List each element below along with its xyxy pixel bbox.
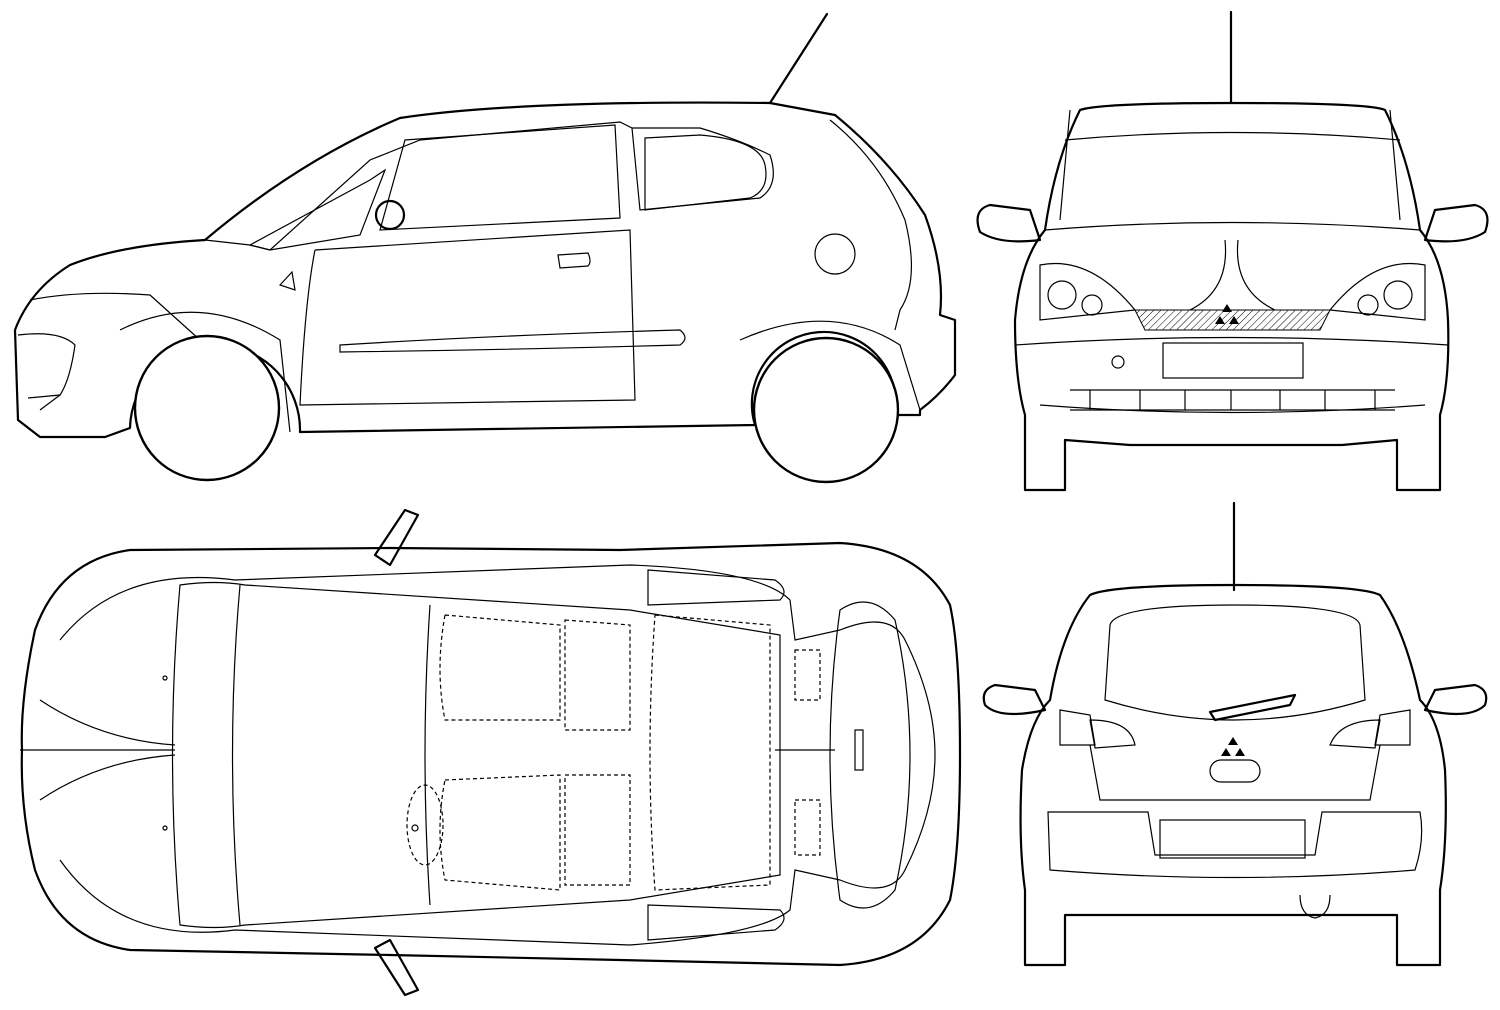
rear-body-outline — [1019, 583, 1447, 967]
mirror — [374, 199, 406, 231]
brand-logo-rear — [1221, 737, 1245, 756]
brand-logo — [1215, 304, 1239, 324]
antenna — [768, 12, 829, 105]
top-view — [20, 508, 962, 997]
front-wheel — [133, 334, 281, 482]
side-body-outline — [13, 101, 957, 439]
rear-wheel — [752, 336, 900, 484]
front-body-outline — [1013, 101, 1450, 492]
top-body-outline — [20, 541, 962, 967]
side-view — [13, 12, 957, 484]
rear-view — [982, 501, 1488, 967]
front-view — [976, 10, 1489, 492]
